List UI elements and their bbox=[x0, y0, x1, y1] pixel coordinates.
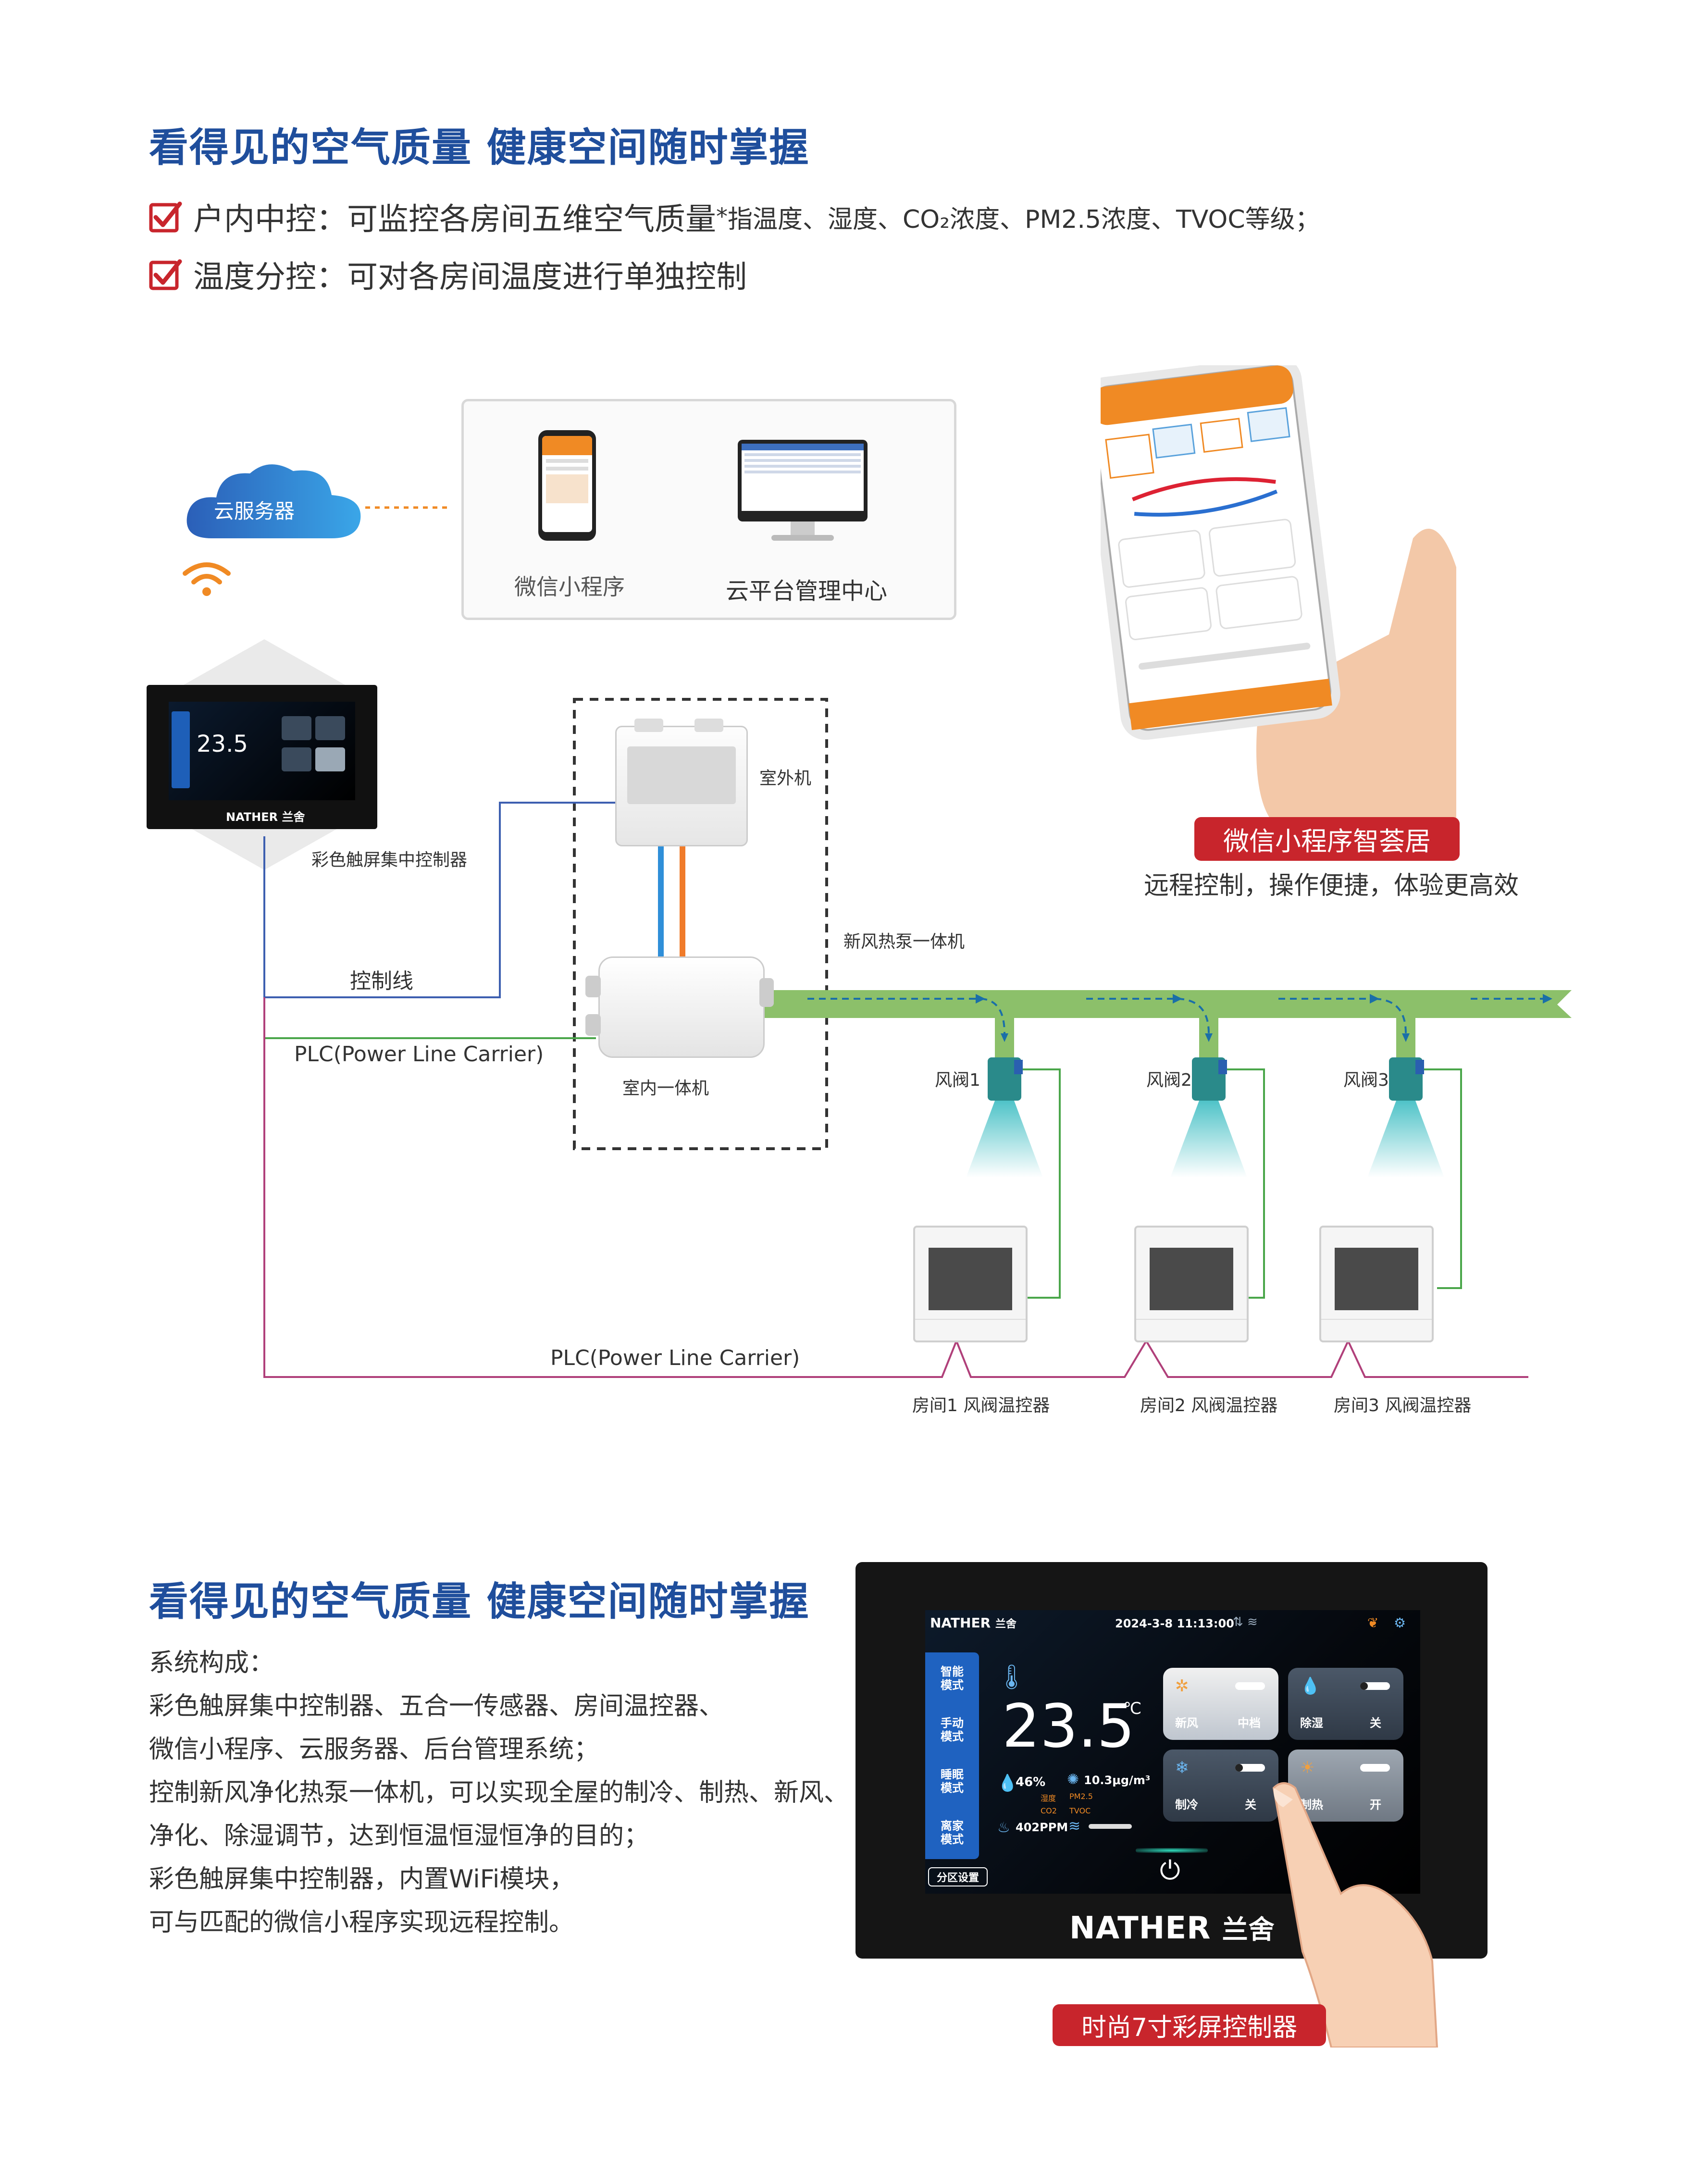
phone-badge: 微信小程序智荟居 bbox=[1194, 817, 1460, 861]
mode-sidebar: 智能模式 手动模式 睡眠模式 离家模式 bbox=[925, 1652, 979, 1859]
tile-state: 关 bbox=[1245, 1798, 1256, 1812]
device-brand: NATHER 兰舍 bbox=[1069, 1911, 1275, 1946]
mode-manual[interactable]: 手动模式 bbox=[941, 1716, 964, 1743]
large-controller-device: NATHER 兰舍 2024-3-8 11:13:00 ⇅ ≋ ❦ ⚙ 智能模式… bbox=[855, 1562, 1488, 1959]
damper-label: 风阀2 bbox=[1146, 1070, 1192, 1090]
finger-pointer-image bbox=[1272, 1782, 1438, 2048]
phone-icon bbox=[538, 430, 596, 541]
description-line: 净化、除湿调节，达到恒温恒湿恒净的目的； bbox=[149, 1822, 649, 1850]
description-line: 微信小程序、云服务器、后台管理系统； bbox=[149, 1735, 599, 1764]
power-icon[interactable]: ⏻ bbox=[1160, 1855, 1180, 1886]
room-thermostat bbox=[913, 1226, 1028, 1342]
cloud-icon bbox=[186, 464, 361, 538]
wechat-miniprogram-label: 微信小程序 bbox=[514, 574, 625, 600]
heatpump-label: 新风热泵一体机 bbox=[843, 932, 965, 952]
plc-bottom-label: PLC(Power Line Carrier) bbox=[550, 1346, 800, 1370]
humidity-icon: 💧 bbox=[997, 1774, 1018, 1793]
fresh-air-toggle[interactable] bbox=[1235, 1682, 1265, 1690]
description-line: 可与匹配的微信小程序实现远程控制。 bbox=[149, 1908, 574, 1937]
screen-datetime: 2024-3-8 11:13:00 bbox=[1115, 1617, 1234, 1630]
tile-fresh-air[interactable]: ✲ 新风 中档 bbox=[1163, 1668, 1278, 1740]
tvoc-label: TVOC bbox=[1069, 1806, 1091, 1815]
room-controller-label: 房间1 风阀温控器 bbox=[912, 1396, 1050, 1415]
humidity-value: 46% bbox=[1016, 1775, 1046, 1789]
water-drop-icon: 💧 bbox=[1300, 1676, 1321, 1696]
section1-title: 看得见的空气质量 健康空间随时掌握 bbox=[149, 125, 810, 171]
description-line: 彩色触屏集中控制器，内置WiFi模块， bbox=[149, 1865, 575, 1894]
system-description: 系统构成： 彩色触屏集中控制器、五合一传感器、房间温控器、 微信小程序、云服务器… bbox=[149, 1641, 849, 1944]
co2-icon: ♨ bbox=[997, 1819, 1010, 1836]
tile-name: 除湿 bbox=[1300, 1716, 1323, 1730]
cloud-server-label: 云服务器 bbox=[214, 499, 295, 523]
feature-indoor-control: 户内中控：可监控各房间五维空气质量 * 指温度、湿度、CO₂浓度、PM2.5浓度… bbox=[149, 195, 1320, 239]
controller-screen: NATHER 兰舍 2024-3-8 11:13:00 ⇅ ≋ ❦ ⚙ 智能模式… bbox=[925, 1610, 1420, 1894]
feature-temp-control: 温度分控：可对各房间温度进行单独控制 bbox=[149, 252, 747, 297]
indoor-unit-label: 室内一体机 bbox=[622, 1079, 709, 1098]
room-controller-label: 房间2 风阀温控器 bbox=[1140, 1396, 1278, 1415]
tile-state: 关 bbox=[1370, 1716, 1381, 1730]
temperature-unit: ℃ bbox=[1123, 1699, 1142, 1718]
outdoor-unit-label: 室外机 bbox=[759, 769, 812, 788]
outdoor-unit bbox=[615, 726, 748, 846]
tile-heating[interactable]: ☀ 制热 开 bbox=[1288, 1750, 1403, 1822]
description-line: 系统构成： bbox=[149, 1649, 274, 1677]
phone-caption: 远程控制，操作便捷，体验更高效 bbox=[1144, 871, 1519, 900]
cooling-toggle[interactable] bbox=[1235, 1764, 1265, 1772]
indoor-unit bbox=[598, 956, 765, 1058]
description-line: 控制新风净化热泵一体机，可以实现全屋的制冷、制热、新风、 bbox=[149, 1778, 849, 1807]
dehumidify-toggle[interactable] bbox=[1360, 1682, 1390, 1690]
mode-away[interactable]: 离家模式 bbox=[941, 1819, 964, 1846]
snowflake-icon: ❄ bbox=[1175, 1758, 1189, 1777]
damper-label: 风阀1 bbox=[935, 1070, 980, 1090]
tile-name: 新风 bbox=[1175, 1716, 1198, 1730]
plc-top-label: PLC(Power Line Carrier) bbox=[294, 1042, 544, 1067]
room-controller-label: 房间3 风阀温控器 bbox=[1334, 1396, 1472, 1415]
tile-cooling[interactable]: ❄ 制冷 关 bbox=[1163, 1750, 1278, 1822]
damper-label: 风阀3 bbox=[1343, 1070, 1389, 1090]
tvoc-level-bar bbox=[1089, 1824, 1132, 1829]
humidity-label: 湿度 bbox=[1041, 1794, 1056, 1803]
temperature-value: 23.5 bbox=[1002, 1692, 1135, 1761]
pm25-icon: ✺ bbox=[1067, 1771, 1079, 1788]
section2-title: 看得见的空气质量 健康空间随时掌握 bbox=[149, 1579, 810, 1625]
pm25-label: PM2.5 bbox=[1069, 1792, 1093, 1801]
feature1-star: * bbox=[716, 203, 728, 230]
co2-label: CO2 bbox=[1041, 1806, 1057, 1815]
sun-icon: ☀ bbox=[1300, 1758, 1315, 1777]
room-thermostat bbox=[1319, 1226, 1434, 1342]
room-thermostat bbox=[1134, 1226, 1249, 1342]
mode-smart[interactable]: 智能模式 bbox=[941, 1664, 964, 1692]
tile-dehumidify[interactable]: 💧 除湿 关 bbox=[1288, 1668, 1403, 1740]
tile-state: 中档 bbox=[1238, 1716, 1261, 1730]
cloud-platform-label: 云平台管理中心 bbox=[726, 578, 888, 605]
tile-state: 开 bbox=[1370, 1798, 1381, 1812]
screen-brand: NATHER 兰舍 bbox=[930, 1615, 1017, 1631]
mode-sleep[interactable]: 睡眠模式 bbox=[941, 1767, 964, 1795]
leaf-icon: ❦ bbox=[1367, 1615, 1379, 1631]
check-icon bbox=[149, 259, 182, 290]
controller-label: 彩色触屏集中控制器 bbox=[311, 850, 468, 870]
monitor-icon bbox=[738, 440, 868, 521]
check-icon bbox=[149, 201, 182, 233]
remote-platform-panel: 微信小程序 云平台管理中心 bbox=[461, 399, 956, 620]
gear-icon: ⚙ bbox=[1394, 1615, 1406, 1631]
pm25-value: 10.3μg/m³ bbox=[1084, 1774, 1151, 1787]
signal-icon: ⇅ ≋ bbox=[1233, 1615, 1258, 1629]
control-line-label: 控制线 bbox=[350, 969, 413, 993]
tvoc-icon: ≋ bbox=[1068, 1818, 1081, 1835]
central-controller-device: 23.5 NATHER 兰舍 bbox=[147, 685, 377, 829]
feature2-label: 温度分控：可对各房间温度进行单独控制 bbox=[193, 260, 747, 295]
feature1-note: 指温度、湿度、CO₂浓度、PM2.5浓度、TVOC等级； bbox=[728, 205, 1320, 234]
thermometer-icon: 🌡 bbox=[996, 1663, 1027, 1691]
co2-value: 402PPM bbox=[1016, 1821, 1068, 1834]
wifi-icon bbox=[183, 562, 231, 596]
heating-toggle[interactable] bbox=[1360, 1764, 1390, 1772]
fan-icon: ✲ bbox=[1175, 1676, 1189, 1696]
zone-settings-button[interactable]: 分区设置 bbox=[928, 1867, 988, 1886]
description-line: 彩色触屏集中控制器、五合一传感器、房间温控器、 bbox=[149, 1692, 724, 1721]
tile-name: 制冷 bbox=[1175, 1798, 1198, 1812]
controller-badge: 时尚7寸彩屏控制器 bbox=[1053, 2004, 1326, 2046]
feature1-label: 户内中控：可监控各房间五维空气质量 bbox=[193, 202, 716, 237]
hand-holding-phone-image bbox=[1101, 365, 1456, 836]
